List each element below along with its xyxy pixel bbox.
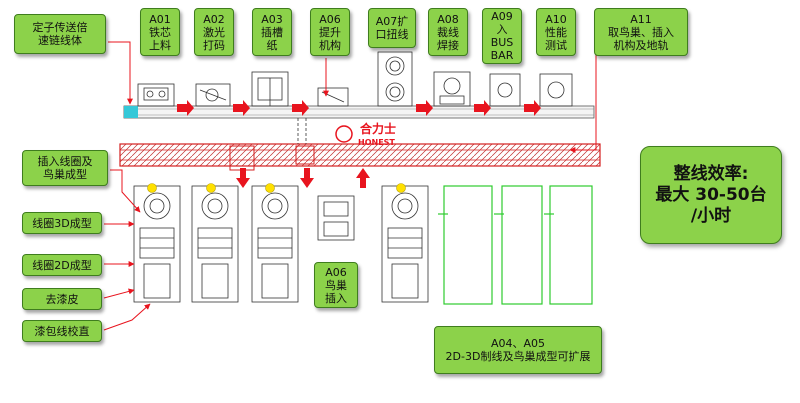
flow-arrow — [177, 100, 194, 116]
machine-a10 — [539, 73, 573, 107]
machine-cell-1 — [133, 185, 181, 303]
station-a06-top: A06 提升 机构 — [310, 8, 350, 56]
machine-a07 — [377, 51, 413, 107]
station-a06-nest-insert: A06 鸟巢 插入 — [314, 262, 358, 308]
position-marker — [206, 183, 216, 193]
label-strip-enamel: 去漆皮 — [22, 288, 102, 310]
top-flow-arrows — [177, 100, 541, 116]
top-machines — [137, 51, 573, 107]
station-a02: A02 激光 打码 — [194, 8, 234, 56]
efficiency-unit: /小时 — [690, 205, 732, 226]
logo-chinese: 合力士 — [360, 121, 396, 136]
expandable-cell — [501, 185, 543, 305]
station-a11: A11 取鸟巢、插入 机构及地轨 — [594, 8, 688, 56]
station-a01: A01 铁芯 上料 — [140, 8, 180, 56]
expandable-cells — [438, 185, 593, 305]
expandable-cell — [549, 185, 593, 305]
efficiency-title: 整线效率: — [673, 163, 749, 184]
label-coil-2d: 线圈2D成型 — [22, 254, 102, 276]
ground-rail — [119, 143, 601, 171]
machine-a02 — [195, 83, 231, 107]
flow-arrow — [524, 100, 541, 116]
conveyor-start-marker — [124, 106, 138, 118]
label-conveyor-line: 定子传送倍 速链线体 — [14, 14, 106, 54]
top-conveyor — [123, 105, 595, 119]
label-arrows — [103, 41, 597, 331]
label-wire-straighten: 漆包线校直 — [22, 320, 102, 342]
station-a03: A03 插槽 纸 — [252, 8, 292, 56]
machine-a09 — [489, 73, 521, 107]
machine-a03 — [251, 71, 289, 107]
station-a07: A07扩 口扭线 — [368, 8, 416, 48]
bottom-machines — [133, 185, 429, 303]
down-arrow — [300, 168, 314, 188]
up-arrow — [356, 168, 370, 188]
brand-logo: 合力士 HONEST — [335, 121, 396, 147]
rail-arrows — [236, 168, 370, 188]
position-marker — [265, 183, 275, 193]
machine-a06-insert — [317, 195, 355, 241]
machine-a08 — [433, 71, 471, 107]
label-insert-coil: 插入线圈及 鸟巢成型 — [22, 150, 108, 186]
logo-english: HONEST — [358, 138, 395, 147]
machine-cell-4 — [381, 185, 429, 303]
station-a04-a05: A04、A05 2D-3D制线及鸟巢成型可扩展 — [434, 326, 602, 374]
lift-column — [297, 118, 307, 144]
efficiency-box: 整线效率: 最大 30-50台 /小时 — [640, 146, 782, 244]
flow-arrow — [292, 100, 309, 116]
flow-arrow — [233, 100, 250, 116]
down-arrow — [236, 168, 250, 188]
station-a08: A08 裁线 焊接 — [428, 8, 468, 56]
station-a10: A10 性能 测试 — [536, 8, 576, 56]
station-a09: A09 入 BUS BAR — [482, 8, 522, 64]
machine-cell-2 — [191, 185, 239, 303]
machine-a01 — [137, 83, 175, 107]
position-marker — [396, 183, 406, 193]
expandable-cell — [443, 185, 493, 305]
label-coil-3d: 线圈3D成型 — [22, 212, 102, 234]
efficiency-value: 最大 30-50台 — [655, 184, 767, 205]
machine-a06-top — [317, 87, 349, 107]
position-marker — [147, 183, 157, 193]
machine-cell-3 — [251, 185, 299, 303]
yellow-markers — [147, 183, 406, 193]
flow-arrow — [474, 100, 491, 116]
flow-arrow — [416, 100, 433, 116]
